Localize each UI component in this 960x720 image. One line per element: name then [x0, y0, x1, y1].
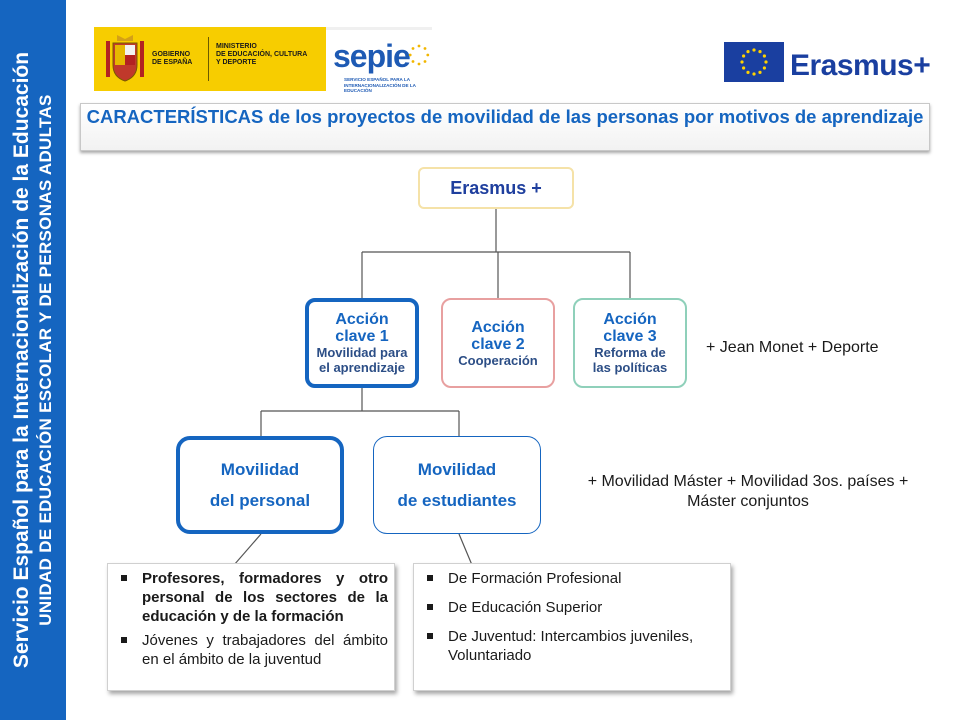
page-title-rest: de los proyectos de movilidad de las per… [263, 106, 924, 127]
eu-flag-icon [724, 42, 784, 82]
list-item: De Juventud: Intercambios juveniles, Vol… [424, 627, 722, 665]
sepie-logo: sepie SERVICIO ESPAÑOL PARA LA INTERNACI… [326, 27, 432, 93]
erasmus-plus-logo: Erasmus+ [790, 49, 931, 82]
key-action-3-box: Acción clave 3 Reforma de las políticas [573, 298, 687, 388]
student-bullet-list: De Formación Profesional De Educación Su… [424, 569, 722, 665]
key-action-3-sub1: Reforma de [594, 345, 666, 360]
staff-bullets-box: Profesores, formadores y otro personal d… [107, 563, 395, 691]
logo-divider [208, 37, 209, 81]
sepie-wordmark: sepie [333, 38, 411, 74]
list-item: Profesores, formadores y otro personal d… [118, 569, 388, 626]
page-title: CARACTERÍSTICAS de los proyectos de movi… [80, 103, 930, 151]
government-name: GOBIERNO DE ESPAÑA [152, 51, 193, 66]
key-action-1-number: clave 1 [335, 328, 389, 345]
coat-of-arms-icon [106, 35, 144, 82]
key-action-2-title: Acción [471, 318, 525, 336]
sepie-tagline: SERVICIO ESPAÑOL PARA LA INTERNACIONALIZ… [344, 77, 416, 93]
key-action-1-title: Acción [335, 311, 389, 328]
side-banner-subtitle: UNIDAD DE EDUCACIÓN ESCOLAR Y DE PERSONA… [36, 94, 55, 626]
connector-staff-bullets [233, 533, 262, 566]
key-action-2-number: clave 2 [471, 335, 525, 353]
key-action-3-title: Acción [603, 311, 657, 328]
key-action-1-sub2: el aprendizaje [319, 360, 405, 375]
key-actions-note: + Jean Monet + Deporte [706, 339, 879, 356]
staff-mobility-line2: del personal [209, 491, 311, 510]
side-banner-text: Servicio Español para la Internacionaliz… [9, 0, 57, 720]
student-mobility-box: Movilidad de estudiantes [373, 436, 541, 534]
key-action-2-box: Acción clave 2 Cooperación [441, 298, 555, 388]
key-action-1-box: Acción clave 1 Movilidad para el aprendi… [305, 298, 419, 388]
erasmus-plus-box-label: Erasmus + [450, 177, 542, 198]
key-action-1-sub1: Movilidad para [316, 345, 408, 360]
connector-student-bullets [458, 533, 473, 566]
star-ring-icon [408, 44, 430, 66]
erasmus-plus-box: Erasmus + [418, 167, 574, 209]
government-logo: GOBIERNO DE ESPAÑA MINISTERIO DE EDUCACI… [94, 27, 326, 91]
side-banner-title: Servicio Español para la Internacionaliz… [10, 51, 33, 669]
mobility-note: + Movilidad Máster + Movilidad 3os. país… [587, 473, 909, 510]
staff-mobility-line1: Movilidad [220, 460, 300, 479]
staff-bullet-list: Profesores, formadores y otro personal d… [118, 569, 388, 669]
staff-mobility-box: Movilidad del personal [176, 436, 344, 534]
page-title-keyword: CARACTERÍSTICAS [86, 106, 264, 127]
ministry-name: MINISTERIO DE EDUCACIÓN, CULTURA Y DEPOR… [216, 43, 308, 66]
list-item: Jóvenes y trabajadores del ámbito en el … [118, 631, 388, 669]
student-bullets-box: De Formación Profesional De Educación Su… [413, 563, 731, 691]
key-action-2-sub1: Cooperación [458, 352, 538, 368]
key-action-3-sub2: las políticas [592, 360, 668, 375]
key-action-3-number: clave 3 [603, 328, 657, 345]
student-mobility-line1: Movilidad [417, 460, 497, 479]
side-banner: Servicio Español para la Internacionaliz… [0, 0, 66, 720]
list-item: De Formación Profesional [424, 569, 722, 588]
list-item: De Educación Superior [424, 598, 722, 617]
student-mobility-line2: de estudiantes [397, 491, 517, 510]
